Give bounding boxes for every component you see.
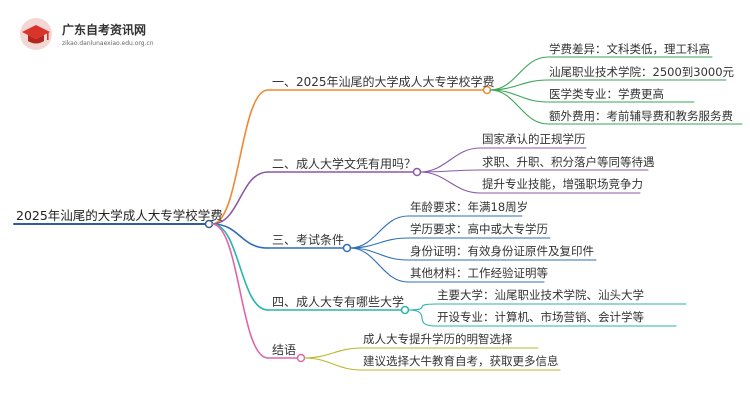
- branch-connector-4: [211, 223, 269, 359]
- leaf-connector-0-3: [489, 89, 549, 125]
- leaf-connector-3-1: [407, 309, 437, 327]
- leaf-connector-0-1: [489, 79, 549, 91]
- leaf-connector-4-1: [303, 357, 363, 371]
- branch-connector-0: [211, 89, 269, 225]
- leaf-diploma-treatment: 求职、升职、积分落户等同等待遇: [482, 155, 655, 169]
- leaf-conclusion-choice: 成人大专提升学历的明智选择: [363, 332, 513, 346]
- leaf-connector-3-0: [407, 303, 437, 311]
- branch-label-fees: 一、2025年汕尾的大学成人大专学校学费: [272, 75, 495, 89]
- logo-url: zikao.danlunaexiao.edu.org.cn: [62, 40, 154, 47]
- leaf-fees-extra: 额外费用：考前辅导费和教务服务费: [549, 109, 733, 123]
- leaf-connector-1-2: [419, 171, 481, 194]
- root-node-label: 2025年汕尾的大学成人大专学校学费: [16, 208, 223, 223]
- site-logo[interactable]: 广东自考资讯网 zikao.danlunaexiao.edu.org.cn: [8, 10, 158, 54]
- logo-title: 广东自考资讯网: [62, 23, 147, 37]
- branch-label-conclusion: 结语: [272, 343, 297, 357]
- leaf-conclusion-suggest: 建议选择大牛教育自考，获取更多信息: [363, 354, 559, 368]
- leaf-connector-4-0: [303, 347, 363, 359]
- leaf-fees-difference: 学费差异：文科类低，理工科高: [549, 42, 710, 56]
- leaf-fees-medical: 医学类专业：学费更高: [549, 87, 664, 101]
- leaf-connector-2-3: [349, 247, 409, 283]
- leaf-connector-1-0: [419, 147, 481, 173]
- branch-label-universities: 四、成人大专有哪些大学: [272, 295, 405, 309]
- branch-connector-3: [211, 223, 269, 311]
- branch-connector-1: [211, 171, 269, 225]
- leaf-fees-shanwei-college: 汕尾职业技术学院：2500到3000元: [549, 65, 735, 79]
- leaf-connector-2-1: [349, 237, 409, 249]
- branch-connector-2: [211, 223, 269, 249]
- branch-label-diploma: 二、成人大学文凭有用吗？: [272, 157, 417, 171]
- leaf-exam-education: 学历要求：高中或大专学历: [410, 222, 548, 236]
- leaf-diploma-skills: 提升专业技能，增强职场竞争力: [482, 177, 643, 191]
- leaf-univ-main: 主要大学：汕尾职业技术学院、汕头大学: [437, 288, 644, 302]
- branch-label-exam: 三、考试条件: [272, 233, 345, 247]
- leaf-connector-0-0: [489, 56, 549, 91]
- leaf-diploma-recognized: 国家承认的正规学历: [482, 132, 586, 146]
- leaf-exam-id: 身份证明：有效身份证原件及复印件: [410, 244, 594, 258]
- graduation-cap-icon: [20, 18, 52, 50]
- leaf-exam-other: 其他材料：工作经验证明等: [410, 266, 548, 280]
- leaf-exam-age: 年龄要求：年满18周岁: [410, 200, 529, 214]
- leaf-univ-majors: 开设专业：计算机、市场营销、会计学等: [437, 310, 644, 324]
